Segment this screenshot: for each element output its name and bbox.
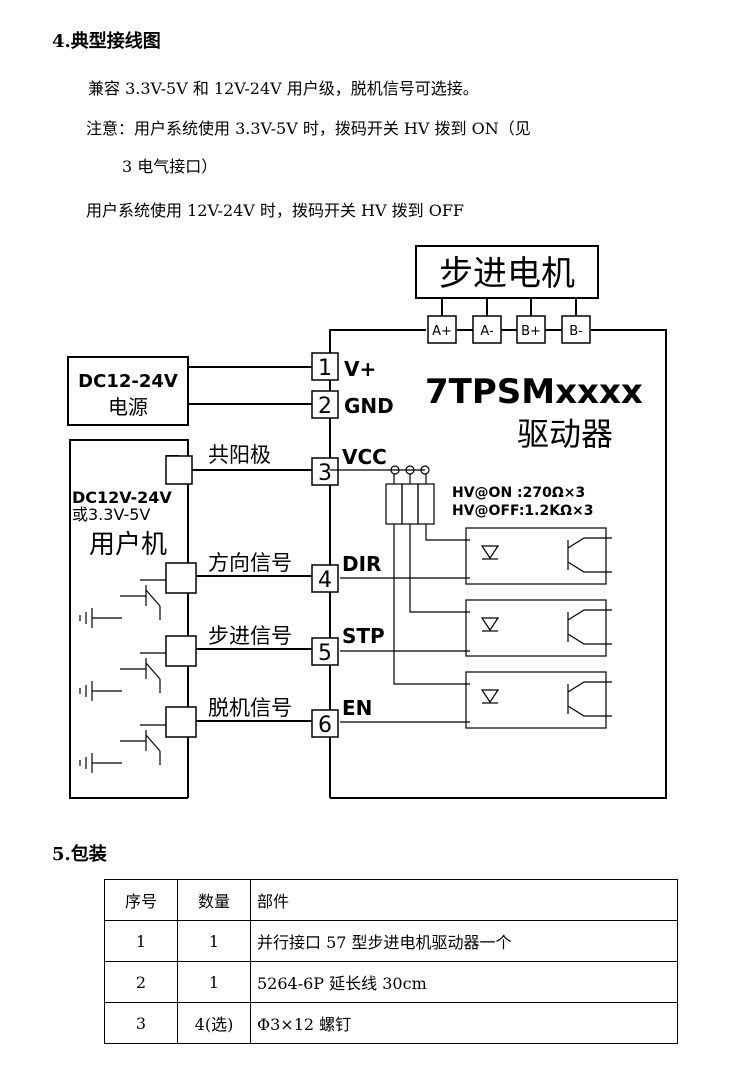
row-2-index: 2 — [104, 961, 178, 1003]
table-row: 2 1 5264-6P 延长线 30cm — [104, 961, 678, 1003]
terminal-b-plus: B+ — [521, 324, 541, 339]
parts-table: 序号 数量 部件 1 1 并行接口 57 型步进电机驱动器一个 2 1 5264… — [104, 879, 678, 1044]
row-1-quantity: 1 — [177, 920, 251, 962]
pin-1: 1 — [318, 356, 332, 381]
power-label: 电源 — [108, 395, 148, 419]
wiring-diagram: A+ A- B+ B- 步进电机 1 2 3 4 5 6 V+ GND VCC … — [67, 245, 667, 799]
pin-6: 6 — [318, 713, 332, 738]
row-3-index: 3 — [104, 1002, 178, 1044]
section-5-heading: 5.包装 — [52, 844, 107, 865]
pin-6-name: EN — [342, 696, 372, 720]
enable-signal-label: 脱机信号 — [208, 696, 292, 720]
row-1-part: 并行接口 57 型步进电机驱动器一个 — [250, 920, 678, 962]
table-row: 1 1 并行接口 57 型步进电机驱动器一个 — [104, 920, 678, 962]
pin-3: 3 — [318, 461, 332, 486]
driver-label: 驱动器 — [517, 415, 613, 453]
hv-off-label: HV@OFF:1.2KΩ×3 — [452, 503, 593, 519]
hv-off-note: 用户系统使用 12V-24V 时，拨码开关 HV 拨到 OFF — [86, 201, 465, 220]
driver-model: 7TPSMxxxx — [425, 372, 643, 412]
pin-1-name: V+ — [344, 357, 376, 381]
pin-5: 5 — [318, 641, 332, 666]
attention-note: 注意：用户系统使用 3.3V-5V 时，拨码开关 HV 拨到 ON（见 — [86, 119, 531, 138]
step-signal-label: 步进信号 — [208, 624, 292, 648]
user-voltage-1: DC12V-24V — [72, 488, 172, 507]
table-row: 3 4(选) Φ3×12 螺钉 — [104, 1002, 678, 1044]
row-2-quantity: 1 — [177, 961, 251, 1003]
header-part: 部件 — [250, 879, 678, 921]
user-label: 用户机 — [89, 530, 167, 560]
terminal-a-minus: A- — [480, 324, 494, 339]
motor-label: 步进电机 — [439, 254, 575, 294]
pin-4-name: DIR — [342, 552, 381, 576]
row-1-index: 1 — [104, 920, 178, 962]
attention-note-cont: 3 电气接口） — [122, 157, 218, 176]
pin-5-name: STP — [342, 624, 385, 648]
compat-note: 兼容 3.3V-5V 和 12V-24V 用户级，脱机信号可选接。 — [88, 79, 479, 98]
terminal-b-minus: B- — [569, 324, 583, 339]
pin-2-name: GND — [344, 394, 394, 418]
pin-3-name: VCC — [342, 445, 387, 469]
row-3-quantity: 4(选) — [177, 1002, 251, 1044]
section-4-heading: 4.典型接线图 — [52, 31, 161, 52]
header-index: 序号 — [104, 879, 178, 921]
user-voltage-2: 或3.3V-5V — [72, 505, 150, 524]
terminal-a-plus: A+ — [432, 324, 452, 339]
row-2-part: 5264-6P 延长线 30cm — [250, 961, 678, 1003]
row-3-part: Φ3×12 螺钉 — [250, 1002, 678, 1044]
table-header-row: 序号 数量 部件 — [104, 879, 678, 921]
header-quantity: 数量 — [177, 879, 251, 921]
dir-signal-label: 方向信号 — [208, 551, 292, 575]
common-anode-label: 共阳极 — [208, 443, 271, 467]
power-title: DC12-24V — [78, 371, 178, 392]
pin-4: 4 — [318, 568, 332, 593]
pin-2: 2 — [318, 394, 332, 419]
hv-on-label: HV@ON :270Ω×3 — [452, 485, 585, 501]
